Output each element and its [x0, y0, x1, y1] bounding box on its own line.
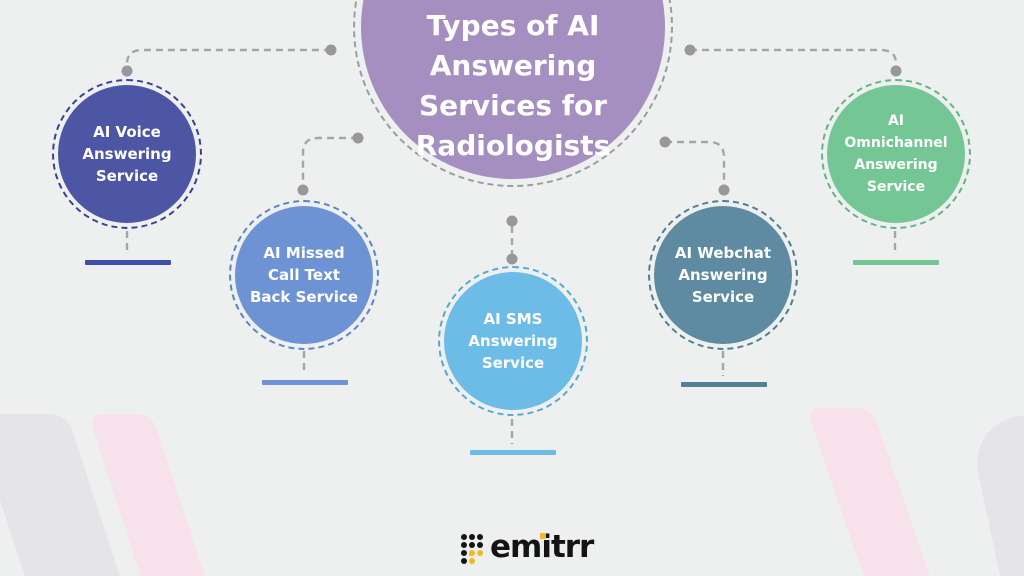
node-label: AI Missed Call Text Back Service — [249, 244, 358, 306]
underline-bar-voice — [85, 260, 171, 265]
connector-center-to-voice — [125, 48, 331, 66]
node-ai-missed-call-text-back-service: AI Missed Call Text Back Service — [229, 200, 379, 350]
connector-dot — [325, 44, 337, 56]
page-title-line: Types of AI — [426, 9, 600, 42]
underline-bar-omnichannel — [853, 260, 939, 265]
node-label: AI Omnichannel Answering Service — [844, 113, 948, 195]
node-ai-webchat-answering-service: AI Webchat Answering Service — [648, 200, 798, 350]
underline-bar-sms — [470, 450, 556, 455]
connector-dot — [890, 65, 902, 77]
page-title-line: Answering — [429, 49, 597, 82]
connector-dot — [506, 253, 518, 265]
connector-center-to-omnichannel — [690, 48, 898, 66]
connector-dot — [506, 215, 518, 227]
connector-dot — [297, 184, 309, 196]
node-ai-omnichannel-answering-service: AI Omnichannel Answering Service — [821, 79, 971, 229]
connector-dot — [121, 65, 133, 77]
underline-bar-webchat — [681, 382, 767, 387]
brand-wordmark: emitrr — [490, 530, 594, 564]
emitrr-dot-grid-icon — [461, 534, 483, 564]
page-title-line: Services for — [418, 89, 608, 122]
center-node-ring — [353, 0, 673, 187]
underline-bar-missed-call — [262, 380, 348, 385]
node-ai-sms-answering-service: AI SMS Answering Service — [438, 266, 588, 416]
node-label: AI SMS Answering Service — [468, 310, 558, 372]
connector-dot — [684, 44, 696, 56]
brand-i-dot-accent — [540, 533, 546, 539]
connector-dot — [352, 132, 364, 144]
connector-center-to-webchat — [665, 140, 726, 185]
node-label: AI Voice Answering Service — [82, 123, 172, 185]
page-title-line: Radiologists — [415, 129, 611, 162]
connector-center-to-missed-call — [301, 136, 358, 185]
node-ai-voice-answering-service: AI Voice Answering Service — [52, 79, 202, 229]
brand-logo: emitrr — [461, 530, 594, 564]
connector-dot — [718, 184, 730, 196]
connector-dot — [659, 136, 671, 148]
page-title: Types of AI Answering Services for Radio… — [358, 6, 668, 166]
node-label: AI Webchat Answering Service — [674, 244, 772, 306]
